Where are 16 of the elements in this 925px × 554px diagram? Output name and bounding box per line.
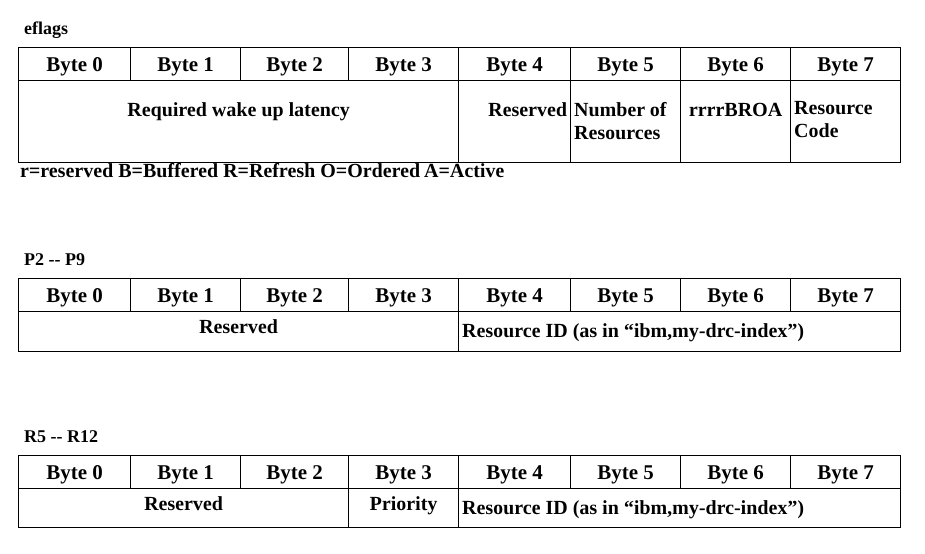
- table-title: eflags: [24, 18, 68, 39]
- table-cell: Resource Code: [790, 80, 901, 163]
- table-cell: Resource ID (as in “ibm,my-drc-index”): [458, 311, 901, 352]
- table-header-cell: Byte 0: [18, 455, 131, 489]
- table-header-cell: Byte 7: [790, 47, 901, 81]
- table-cell: Required wake up latency: [18, 80, 459, 163]
- table-cell: Resource ID (as in “ibm,my-drc-index”): [458, 488, 901, 528]
- table-cell: Reserved: [18, 488, 349, 528]
- table-title: P2 -- P9: [24, 249, 85, 270]
- table-header-cell: Byte 0: [18, 47, 131, 81]
- table-cell: Reserved: [18, 311, 459, 352]
- table-header-cell: Byte 7: [790, 455, 901, 489]
- table-header-cell: Byte 0: [18, 278, 131, 312]
- table-header-cell: Byte 7: [790, 278, 901, 312]
- legend-note: r=reserved B=Buffered R=Refresh O=Ordered A=Active: [20, 160, 504, 183]
- table-title: R5 -- R12: [24, 426, 98, 447]
